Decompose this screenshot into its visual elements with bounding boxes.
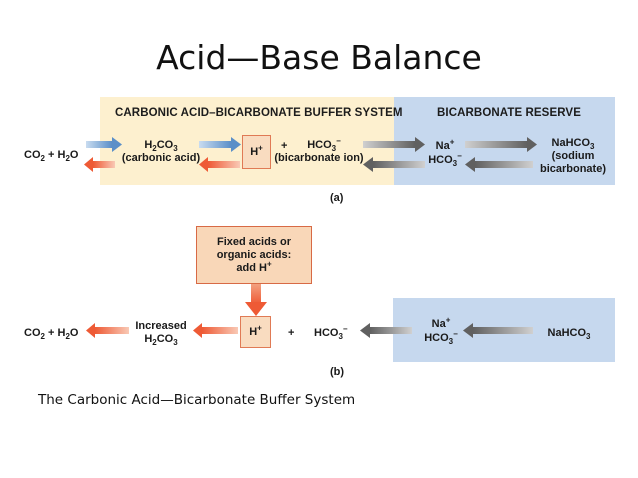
panel-a-label: (a) — [330, 192, 344, 204]
co2-h2o-label-b: CO2 + H2O — [24, 327, 79, 342]
carbonic-acid-label: (carbonic acid) — [121, 152, 201, 164]
bicarbonate-label: bicarbonate) — [539, 163, 606, 175]
fixed-acids-line-2: organic acids: — [216, 249, 292, 261]
increased-label: Increased — [135, 320, 187, 332]
slide-title: Acid—Base Balance — [156, 38, 482, 77]
arrow-reserve-to-hco3 — [363, 157, 425, 172]
na-hco3-label: HCO3− — [428, 151, 462, 169]
hco3-label: HCO3− — [307, 136, 341, 154]
arrow-fixed-acids-down — [245, 284, 267, 316]
arrow-h2co3-to-co2 — [84, 157, 115, 172]
arrow-reserve-to-hco3-b — [360, 323, 412, 338]
nahco3-label: NaHCO3 — [551, 137, 595, 152]
arrow-co2-to-h2co3 — [86, 137, 122, 152]
co2-h2o-label: CO2 + H2O — [24, 149, 79, 164]
fixed-acids-line-1: Fixed acids or — [217, 236, 291, 248]
panel-b-label: (b) — [330, 366, 345, 378]
na-hco3-label-b: HCO3− — [424, 329, 458, 347]
arrow-h2co3-to-h — [199, 137, 241, 152]
bicarbonate-ion-label: (bicarbonate ion) — [274, 152, 364, 164]
arrow-h-to-increased-h2co3 — [193, 323, 238, 338]
na-label-b: Na+ — [431, 315, 451, 330]
arrow-nahco3-to-na-b — [463, 323, 533, 338]
h2co3-label: H2CO3 — [144, 139, 178, 154]
arrow-na-to-nahco3 — [465, 137, 537, 152]
nahco3-label-b: NaHCO3 — [547, 327, 591, 342]
bicarbonate-reserve-header: BICARBONATE RESERVE — [437, 107, 581, 119]
h-ion-label: H+ — [250, 143, 263, 158]
plus-sign-b: + — [288, 327, 295, 339]
hco3-label-b: HCO3− — [314, 324, 348, 342]
buffer-system-header: CARBONIC ACID–BICARBONATE BUFFER SYSTEM — [115, 107, 403, 119]
h-ion-box — [242, 135, 271, 169]
h-ion-label-b: H+ — [249, 323, 262, 338]
arrow-h2co3-to-co2-b — [86, 323, 129, 338]
arrow-hco3-to-reserve — [363, 137, 425, 152]
slide-caption: The Carbonic Acid—Bicarbonate Buffer Sys… — [38, 392, 356, 408]
fixed-acids-box — [196, 226, 312, 284]
fixed-acids-line-3: add H+ — [236, 259, 272, 274]
arrow-nahco3-to-na — [465, 157, 533, 172]
sodium-label: (sodium — [551, 150, 595, 162]
plus-sign: + — [281, 140, 288, 152]
arrow-h-to-h2co3 — [199, 157, 240, 172]
h-ion-box-b — [240, 316, 271, 348]
increased-h2co3-label: H2CO3 — [144, 333, 178, 348]
na-label: Na+ — [435, 137, 455, 152]
